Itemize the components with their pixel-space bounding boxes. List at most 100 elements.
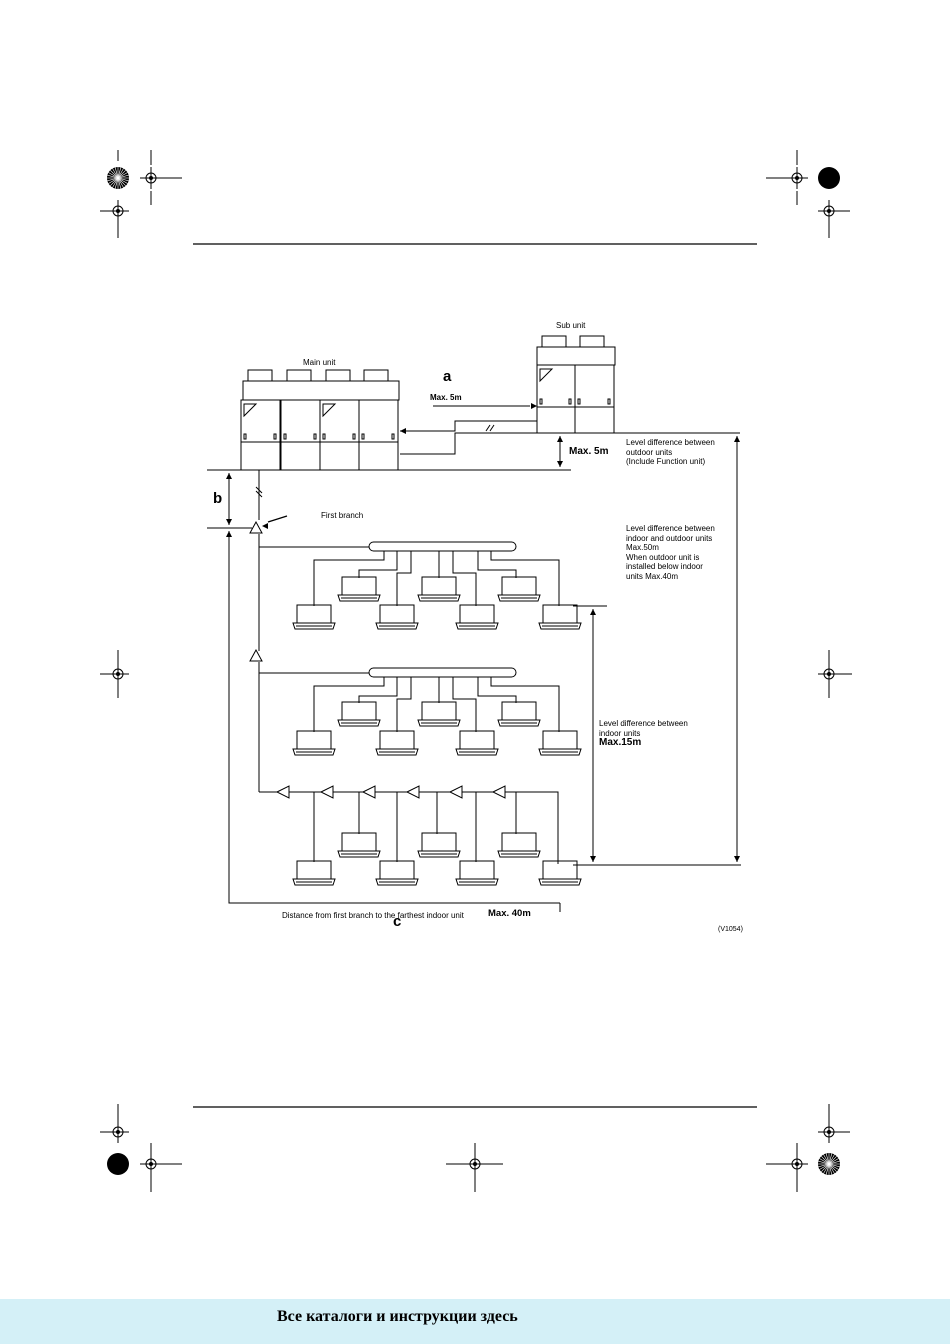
registration-mark — [786, 1153, 808, 1175]
indicator — [568, 398, 572, 405]
arrow-head — [734, 436, 740, 442]
dim-indoor-level — [590, 609, 596, 862]
outdoor-module — [358, 399, 399, 471]
indoor-level-max: Max.15m — [599, 737, 642, 748]
registration-mark — [107, 663, 129, 685]
outdoor-module — [319, 399, 360, 471]
registration-mark — [818, 200, 840, 222]
star-ray — [828, 1163, 833, 1175]
io-level-line-4: When outdoor unit is — [626, 552, 700, 562]
indoor-unit — [455, 604, 499, 630]
unit-body — [501, 701, 537, 721]
unit-panel — [337, 719, 381, 727]
unit-panel — [455, 622, 499, 630]
indicator — [361, 433, 365, 440]
star-ray — [818, 1163, 830, 1168]
unit-panel — [538, 622, 582, 630]
break-mark — [485, 424, 491, 432]
unit-pipe — [313, 677, 385, 732]
star-ray — [828, 1160, 840, 1165]
branch-joint — [491, 785, 506, 799]
unit-pipe — [477, 677, 517, 703]
unit-panel — [375, 622, 419, 630]
distance-text: Distance from first branch to the farthe… — [282, 911, 464, 920]
unit-pipe — [490, 551, 560, 606]
connecting-pipe — [400, 432, 537, 455]
arrow-head — [734, 856, 740, 862]
indoor-unit — [538, 730, 582, 756]
fan-cap — [325, 369, 351, 382]
unit-panel — [375, 748, 419, 756]
unit-body — [341, 576, 377, 596]
indoor-level-note: Level difference between indoor units Ma… — [599, 719, 688, 748]
registration-dot — [795, 176, 799, 180]
connecting-pipe — [400, 420, 537, 432]
first-branch-pointer — [267, 515, 288, 523]
indoor-level-line-2: indoor units — [599, 728, 641, 738]
unit-panel — [292, 878, 336, 886]
registration-mark — [140, 167, 162, 189]
unit-body — [459, 730, 495, 750]
dim-outdoor-level — [557, 436, 563, 467]
sub-unit-label: Sub unit — [556, 321, 586, 330]
top-frame — [242, 380, 400, 401]
registration-dot — [116, 1130, 120, 1134]
unit-panel — [455, 878, 499, 886]
fan-cap — [579, 335, 605, 348]
unit-body — [421, 832, 457, 852]
indicator — [273, 433, 277, 440]
indoor-unit — [497, 701, 541, 727]
indoor-outdoor-level-note: Level difference between indoor and outd… — [626, 524, 715, 581]
star-ray — [823, 1154, 830, 1165]
indoor-unit — [337, 701, 381, 727]
star-ray — [110, 170, 119, 179]
unit-pipe — [452, 677, 477, 732]
indicator — [577, 398, 581, 405]
star-ray — [117, 177, 124, 188]
fan-cap — [286, 369, 312, 382]
unit-panel — [538, 878, 582, 886]
indicator — [391, 433, 395, 440]
unit-panel — [417, 719, 461, 727]
indicator — [352, 433, 356, 440]
catalog-link[interactable]: Все каталоги и инструкции здесь — [277, 1308, 518, 1325]
registration-mark — [107, 1121, 129, 1143]
registration-mark — [818, 1121, 840, 1143]
star-ray — [828, 1163, 835, 1174]
registration-mark — [140, 1153, 162, 1175]
registration-dot — [795, 1162, 799, 1166]
outdoor-level-line-2: outdoor units — [626, 447, 673, 457]
registration-dot — [149, 1162, 153, 1166]
unit-panel — [497, 719, 541, 727]
unit-pipe — [490, 677, 560, 732]
registration-mark — [786, 167, 808, 189]
unit-body — [341, 701, 377, 721]
io-level-line-3: Max.50m — [626, 543, 659, 552]
star-ray — [117, 167, 122, 179]
star-target — [107, 167, 129, 189]
star-ray — [108, 177, 119, 184]
branch-joint — [319, 785, 334, 799]
unit-panel — [292, 748, 336, 756]
star-ray — [117, 177, 129, 182]
star-target-disc — [107, 1153, 129, 1175]
star-ray — [107, 174, 119, 179]
branch-joint — [448, 785, 463, 799]
dim-indoor-outdoor-level — [734, 436, 740, 862]
first-branch-label: First branch — [321, 511, 364, 520]
star-ray — [117, 170, 126, 179]
outdoor-level-line-1: Level difference between — [626, 438, 715, 447]
registration-dot — [116, 672, 120, 676]
branch-joint — [249, 648, 263, 662]
main-outdoor-unit — [240, 369, 400, 471]
module-body — [574, 364, 615, 434]
star-ray — [117, 168, 124, 179]
unit-panel — [538, 748, 582, 756]
star-target — [818, 1153, 840, 1175]
star-ray — [825, 1153, 830, 1165]
indoor-unit — [497, 576, 541, 602]
fan-cap — [363, 369, 389, 382]
star-ray — [828, 1163, 837, 1172]
indicator — [243, 433, 247, 440]
indicator — [313, 433, 317, 440]
